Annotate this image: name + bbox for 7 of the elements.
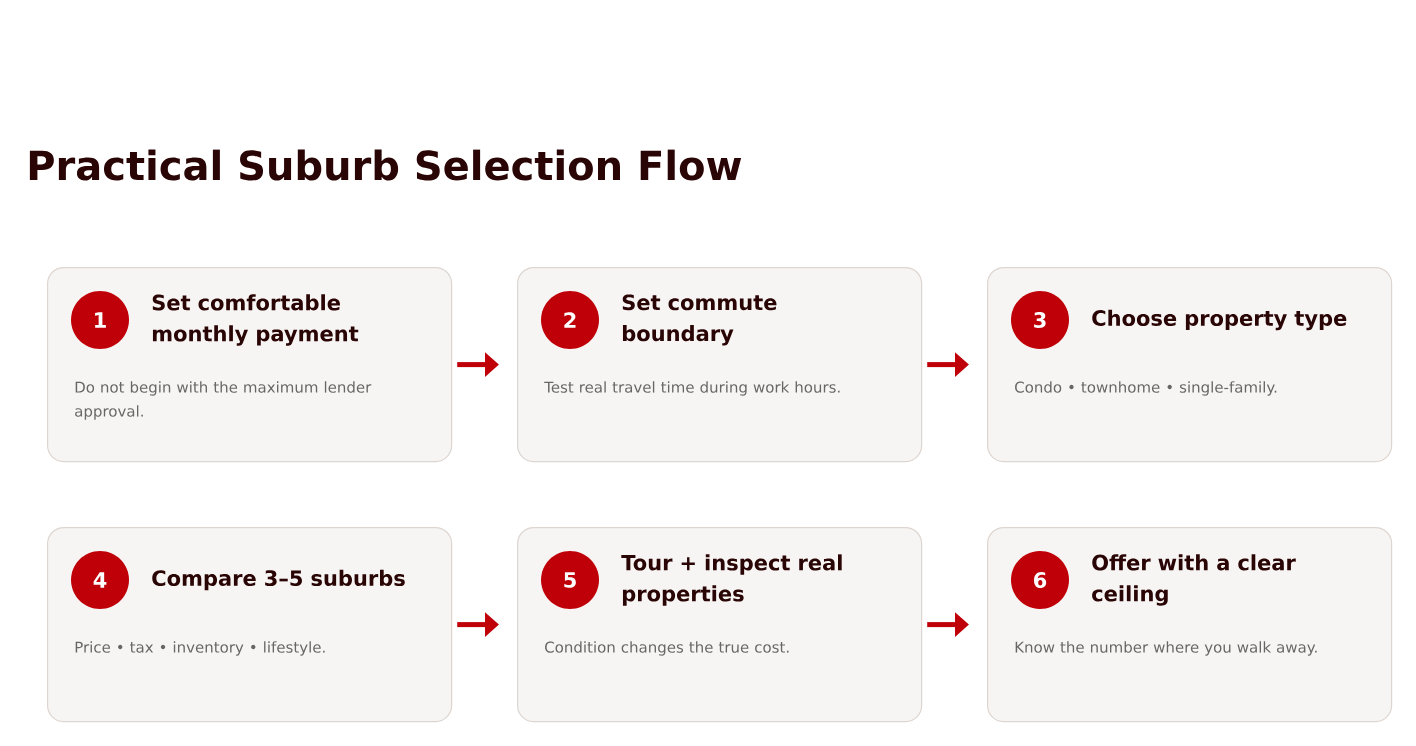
step-number: 5 bbox=[541, 551, 599, 609]
page-title: Practical Suburb Selection Flow bbox=[29, 149, 742, 181]
step-number: 2 bbox=[541, 291, 599, 349]
step-number: 1 bbox=[71, 291, 129, 349]
step-number: 6 bbox=[1011, 551, 1069, 609]
step-number: 3 bbox=[1011, 291, 1069, 349]
step-number: 4 bbox=[71, 551, 129, 609]
